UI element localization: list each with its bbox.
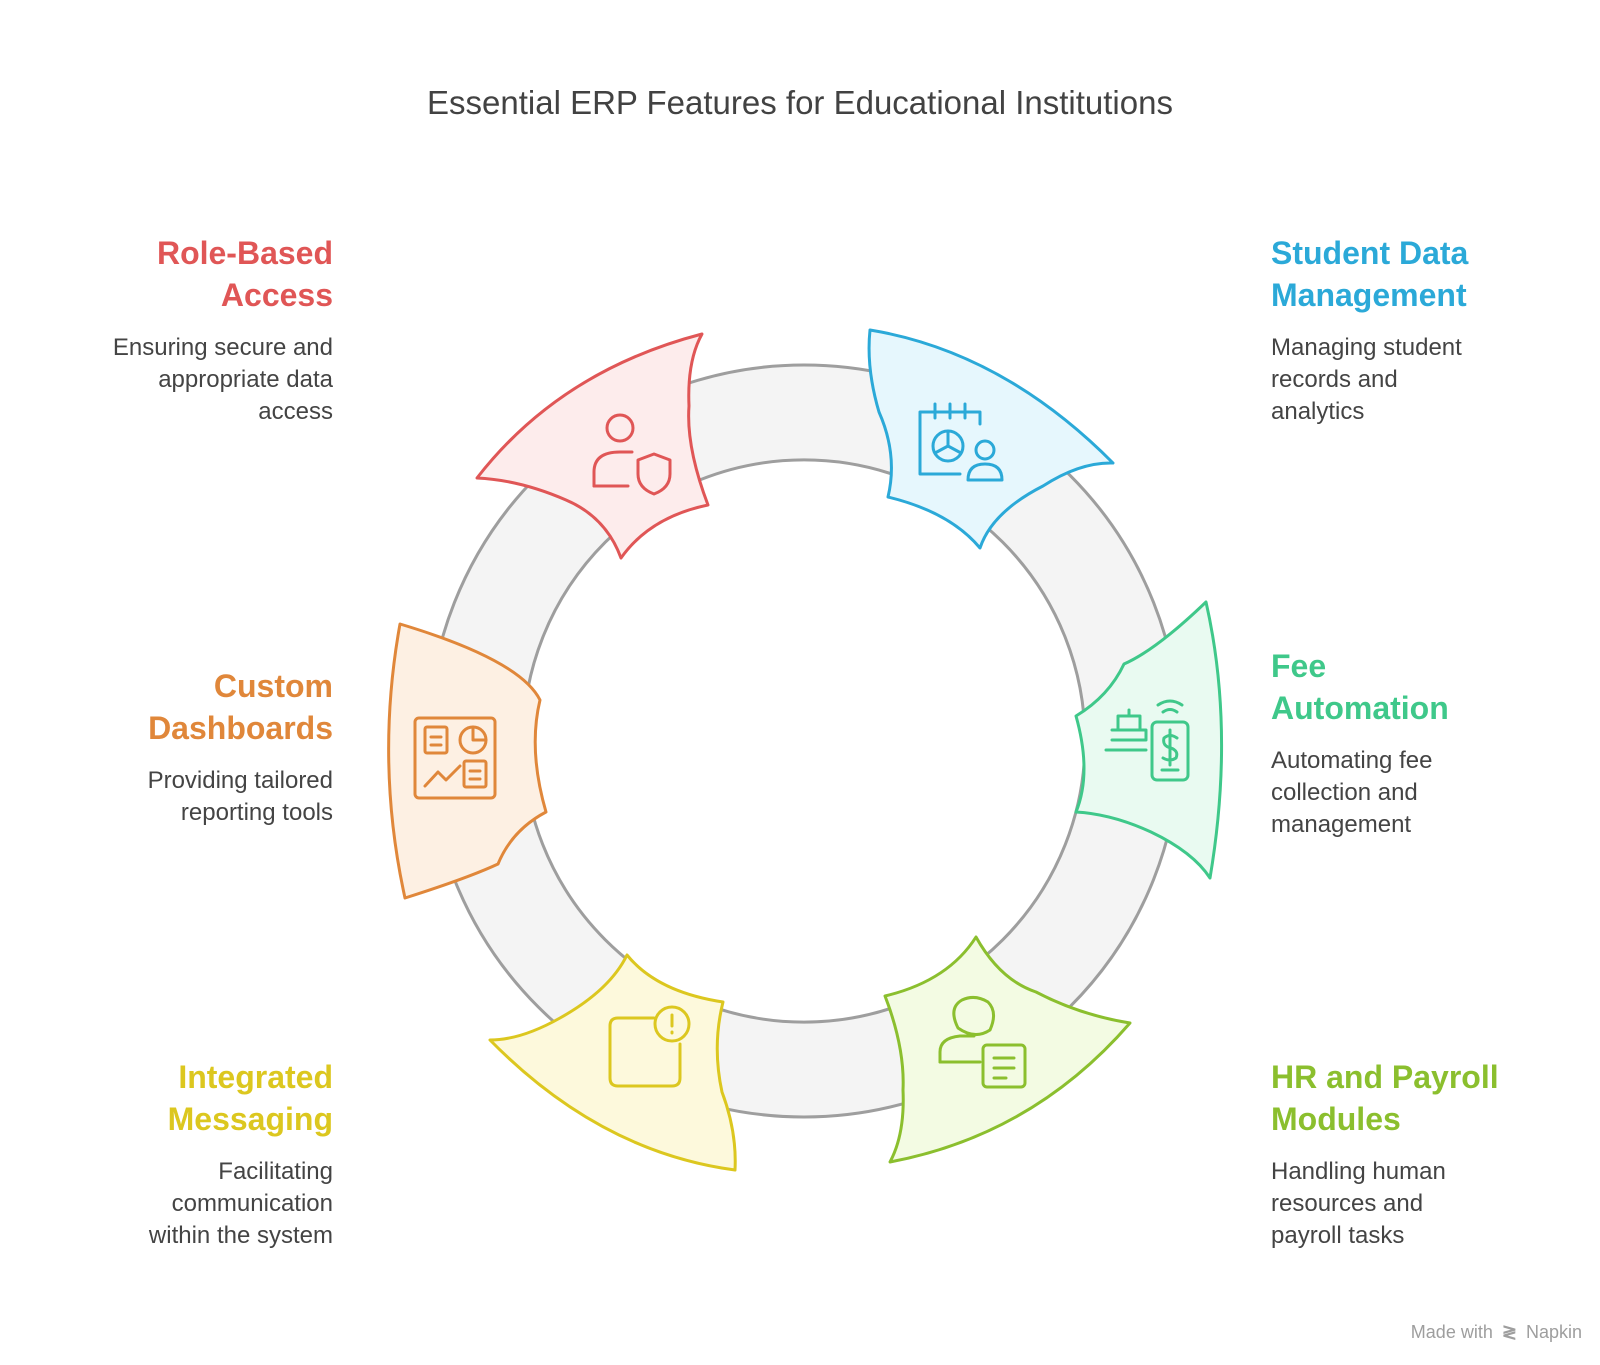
feature-title: Integrated Messaging <box>167 1059 333 1137</box>
segment-role-based-access[interactable] <box>475 332 710 560</box>
feature-title: HR and Payroll Modules <box>1271 1059 1499 1137</box>
feature-description: Providing tailored reporting tools <box>147 767 333 826</box>
made-with-napkin: Made with ≷ Napkin <box>1410 1322 1582 1342</box>
segment-fee-automation[interactable] <box>1074 600 1224 880</box>
feature-description: Managing student records and analytics <box>1271 334 1462 425</box>
feature-hr-payroll-modules: HR and Payroll Modules Handling human re… <box>1271 1056 1499 1252</box>
feature-role-based-access: Role-Based Access Ensuring secure and ap… <box>113 232 333 428</box>
page-title: Essential ERP Features for Educational I… <box>427 84 1173 121</box>
dashboard-icon <box>413 716 497 800</box>
feature-description: Facilitating communication within the sy… <box>148 1158 333 1249</box>
segment-custom-dashboards[interactable] <box>387 622 548 900</box>
feature-fee-automation: Fee Automation Automating fee collection… <box>1271 645 1449 841</box>
register-phone-dollar-icon <box>1104 699 1190 782</box>
feature-custom-dashboards: Custom Dashboards Providing tailored rep… <box>148 665 333 829</box>
message-alert-icon <box>608 1005 691 1088</box>
segment-student-data-management[interactable] <box>867 328 1115 550</box>
feature-student-data-management: Student Data Management Managing student… <box>1271 232 1468 428</box>
feature-title: Student Data Management <box>1271 235 1469 313</box>
feature-description: Handling human resources and payroll tas… <box>1271 1158 1446 1249</box>
segment-hr-payroll-modules[interactable] <box>883 935 1132 1164</box>
feature-title: Custom Dashboards <box>148 668 333 746</box>
feature-integrated-messaging: Integrated Messaging Facilitating commun… <box>149 1056 333 1252</box>
napkin-logo-icon: ≷ <box>1501 1322 1517 1342</box>
feature-description: Ensuring secure and appropriate data acc… <box>112 334 333 425</box>
feature-description: Automating fee collection and management <box>1271 747 1433 838</box>
feature-title: Fee Automation <box>1271 648 1449 726</box>
user-shield-icon <box>592 413 672 496</box>
segment-integrated-messaging[interactable] <box>488 953 737 1172</box>
feature-title: Role-Based Access <box>156 235 333 313</box>
calendar-chart-user-icon <box>918 402 1004 482</box>
person-document-icon <box>938 995 1027 1089</box>
